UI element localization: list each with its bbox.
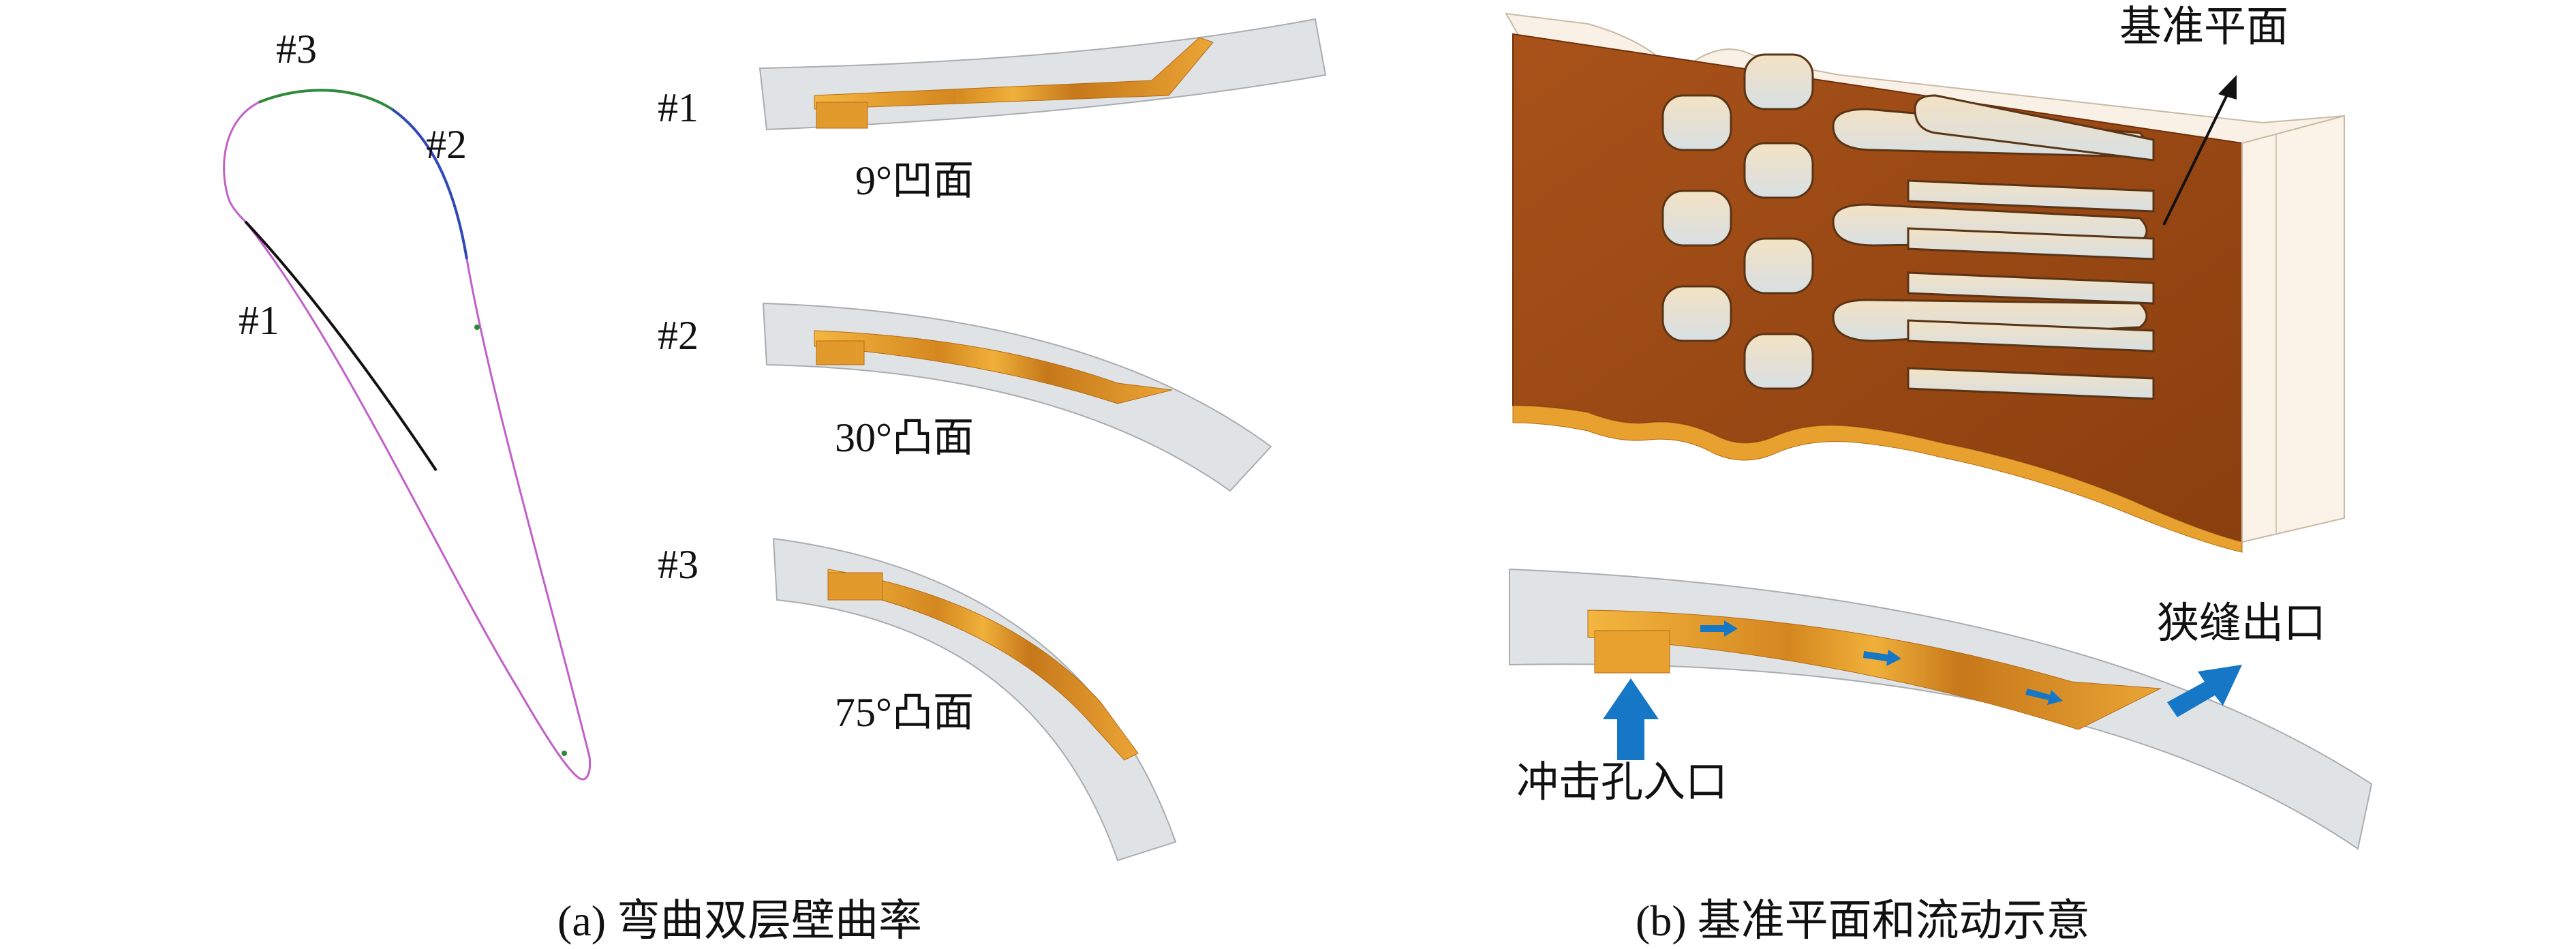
plenum-box [2241, 115, 2345, 543]
section-1 [758, 18, 1327, 131]
caption-a: (a) 弯曲双层壁曲率 [557, 897, 922, 945]
hole [1743, 333, 1814, 390]
slot [1914, 94, 2155, 162]
airfoil-segment-1 [244, 220, 438, 472]
plane-label: 基准平面 [2119, 4, 2288, 50]
section-1-angle: 9°凹面 [855, 158, 974, 203]
flow-arrow [1863, 650, 1901, 666]
airfoil-marker [474, 325, 480, 330]
section-2-id: #2 [658, 313, 699, 358]
hole [1661, 94, 1732, 151]
hole [1743, 142, 1814, 199]
section-3-id: #3 [658, 542, 699, 587]
slot [1907, 367, 2155, 400]
airfoil-label-1: #1 [239, 298, 279, 343]
airfoil-profile [223, 89, 592, 781]
impingement-holes [1661, 53, 1814, 390]
flow-arrow [2025, 689, 2063, 705]
section-3 [772, 537, 1177, 862]
slot-channels [1832, 94, 2155, 400]
slot [1907, 271, 2155, 305]
inlet-label: 冲击孔入口 [1516, 759, 1728, 806]
hole [1743, 53, 1814, 110]
hole [1743, 237, 1814, 295]
slot [1907, 319, 2155, 352]
top-wall [1505, 12, 2345, 148]
hole [1661, 190, 1732, 247]
section-1-inlet [816, 102, 868, 129]
section-2-channel [814, 330, 1173, 404]
section-2-inlet [816, 340, 865, 365]
airfoil-segment-2 [390, 108, 468, 260]
section-2-angle: 30°凸面 [835, 415, 974, 460]
flow-inlet [1594, 630, 1670, 674]
flow-channel [1587, 609, 2162, 730]
section-1-id: #1 [658, 85, 699, 130]
section-1-channel [814, 37, 1214, 110]
inlet-arrow [1603, 678, 1659, 760]
airfoil-marker [562, 751, 567, 756]
section-3-wall [772, 537, 1177, 862]
section-2-wall [762, 302, 1272, 492]
plane-pointer-line [2162, 91, 2230, 226]
airfoil-outline-pink [223, 89, 592, 781]
section-2 [762, 302, 1272, 492]
bottom-layer-edge [1512, 405, 2243, 553]
double-wall-3d-model [1505, 12, 2345, 553]
outlet-arrow [2167, 665, 2242, 717]
outlet-label: 狭缝出口 [2157, 601, 2326, 647]
airfoil-segment-3 [258, 89, 393, 110]
plane-pointer-arrowhead [2218, 75, 2237, 100]
airfoil-label-2: #2 [426, 122, 467, 167]
section-3-angle: 75°凸面 [835, 690, 974, 735]
slot [1907, 179, 2155, 213]
flow-arrow [1700, 620, 1738, 637]
hole [1661, 285, 1732, 342]
section-3-inlet [827, 572, 883, 601]
flow-section [1509, 568, 2373, 850]
airfoil-label-3: #3 [276, 27, 317, 72]
flow-direction-arrows [1700, 620, 2063, 705]
slot [1907, 227, 2155, 260]
caption-b: (b) 基准平面和流动示意 [1636, 897, 2090, 945]
